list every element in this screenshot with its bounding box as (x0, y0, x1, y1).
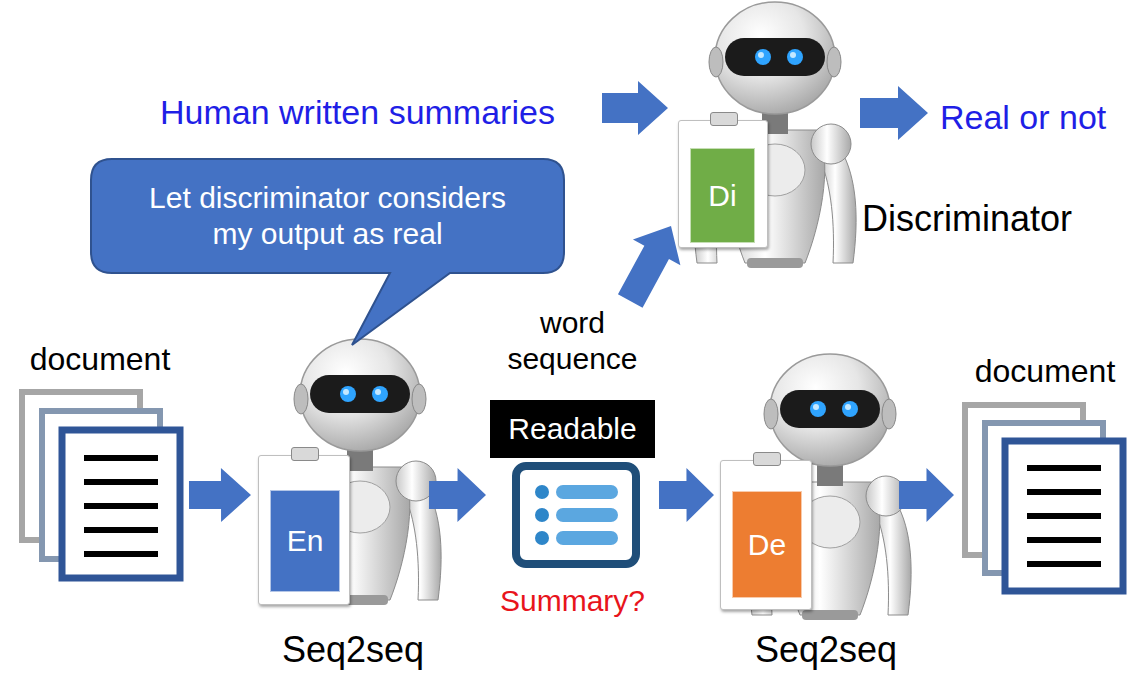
block-arrow (899, 468, 954, 522)
text-line (1027, 465, 1101, 471)
text-line (1027, 561, 1101, 567)
encoder-robot: EnSeq2seq (255, 325, 425, 615)
text-line (84, 503, 158, 509)
output-arrow (860, 86, 928, 140)
text-line (84, 479, 158, 485)
text-line (84, 455, 158, 461)
page-front (1005, 441, 1123, 591)
block-arrow (618, 226, 680, 308)
input-arrow (602, 81, 668, 135)
document-stack-icon (965, 405, 1123, 591)
text-lines (84, 458, 158, 554)
module-card: En (258, 455, 350, 605)
module-tag: Di (690, 148, 755, 243)
discriminator-robot: DiDiscriminator (675, 5, 855, 265)
text-line (1027, 537, 1101, 543)
speech-bubble-shape (90, 158, 565, 274)
summary-node: word sequenceReadableSummary? (490, 305, 655, 625)
speech-text: Let discriminator considers my output as… (137, 180, 518, 252)
bubble-outline (91, 159, 564, 345)
speech-bubble: Let discriminator considers my output as… (90, 158, 565, 274)
block-arrow (659, 468, 714, 522)
document-stack-icon (22, 392, 180, 578)
input-label: Human written summaries (160, 93, 555, 132)
document-node: document (15, 340, 185, 585)
text-lines (1027, 468, 1101, 564)
document-label: document (958, 352, 1132, 390)
module-card: De (720, 460, 812, 610)
list-bar (556, 485, 618, 499)
readable-tag: Readable (490, 400, 655, 458)
module-name: Seq2seq (755, 629, 897, 670)
list-frame (516, 466, 636, 564)
list-bullet (535, 531, 549, 545)
card-clip (753, 452, 781, 466)
card-clip (710, 112, 738, 126)
output-label: Real or not (940, 98, 1106, 137)
text-line (1027, 513, 1101, 519)
list-bullet (535, 485, 549, 499)
text-line (84, 527, 158, 533)
document-node: document (958, 352, 1132, 605)
block-arrow (189, 468, 251, 522)
card-clip (291, 447, 319, 461)
module-tag: En (270, 490, 340, 592)
summary-caption: word sequence (490, 305, 655, 377)
page-front (62, 430, 180, 578)
module-tag: De (732, 491, 802, 598)
list-bar (556, 508, 618, 522)
module-name: Discriminator (862, 198, 1072, 239)
text-line (1027, 489, 1101, 495)
list-bullet (535, 508, 549, 522)
text-line (84, 551, 158, 557)
module-card: Di (678, 120, 768, 248)
block-arrow (429, 468, 486, 522)
decoder-robot: DeSeq2seq (718, 350, 895, 615)
summary-list-icon (516, 466, 636, 564)
summary-question: Summary? (490, 583, 655, 619)
module-name: Seq2seq (282, 629, 424, 670)
list-bar (556, 531, 618, 545)
document-label: document (15, 340, 185, 378)
